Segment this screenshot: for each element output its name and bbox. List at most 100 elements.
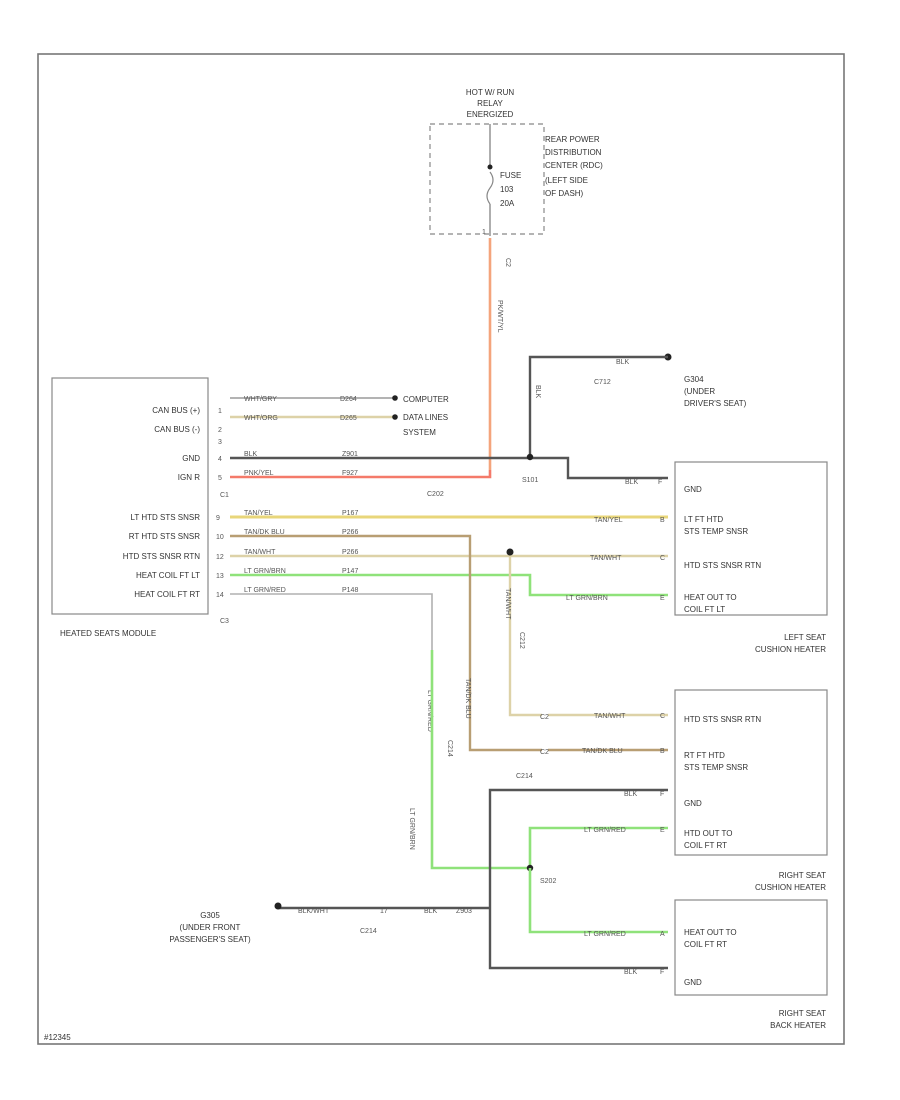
module-pin-wire: WHT/GRY — [244, 396, 277, 403]
module-pin-circuit: F927 — [342, 470, 358, 477]
splice-s202-label: S202 — [540, 878, 556, 885]
fuse-pin: 1 — [482, 229, 486, 236]
ground-bottom-wire-b: BLK — [424, 908, 438, 915]
module-pin-number: 10 — [216, 534, 224, 541]
module-pin-number: 1 — [218, 408, 222, 415]
right-back-heat-1: HEAT OUT TO — [684, 928, 737, 937]
module-pin-circuit: P147 — [342, 568, 358, 575]
module-pin-label: HTD STS SNSR RTN — [123, 552, 200, 561]
vert-gry-label: LT GRN/BRN — [408, 808, 415, 850]
right-rtn-wire-label: TAN/WHT — [594, 713, 626, 720]
right-back-heater-box — [674, 899, 828, 996]
module-conn-c3: C3 — [220, 618, 229, 625]
left-heat-wire — [230, 573, 668, 597]
heated-seats-module-box — [51, 377, 209, 615]
right-back-title-2: BACK HEATER — [770, 1021, 826, 1030]
left-rtn-pin: C — [660, 555, 665, 562]
module-pin-label: HEAT COIL FT RT — [134, 590, 200, 599]
module-pin-wire: TAN/YEL — [244, 510, 273, 517]
vert-green-label: LT GRN/RED — [426, 690, 433, 732]
left-sensor-wire-label: TAN/YEL — [594, 517, 623, 524]
right-sensor-conn: C2 — [540, 749, 549, 756]
figure-id: #12345 — [44, 1033, 71, 1042]
module-pin-circuit: P266 — [342, 549, 358, 556]
module-pin-wire: TAN/WHT — [244, 549, 276, 556]
right-rtn-pin: C — [660, 713, 665, 720]
right-cushion-heat-2: COIL FT RT — [684, 841, 727, 850]
computer-data-dot-1 — [392, 395, 398, 401]
rpdc-box — [429, 123, 545, 235]
module-pin-number: 13 — [216, 573, 224, 580]
right-sensor-pin: B — [660, 748, 665, 755]
relay-label-2: RELAY — [477, 99, 503, 108]
green-down-wire — [430, 650, 530, 870]
module-pin-number: 3 — [218, 439, 222, 446]
module-pin-label: RT HTD STS SNSR — [129, 532, 200, 541]
right-cushion-title-1: RIGHT SEAT — [779, 871, 826, 880]
back-gnd-pin: F — [660, 969, 664, 976]
left-sensor-pin: B — [660, 517, 665, 524]
left-cushion-title-1: LEFT SEAT — [784, 633, 826, 642]
right-heat-wire-label: LT GRN/RED — [584, 827, 626, 834]
module-pin-wire: BLK — [244, 451, 258, 458]
ground-bottom-conn: C214 — [360, 928, 377, 935]
right-sensor-wire — [230, 534, 542, 752]
ground-bottom-pin: 17 — [380, 908, 388, 915]
computer-data-label-2: DATA LINES — [403, 413, 448, 422]
fuse-conn: C2 — [504, 258, 511, 267]
rtn-down-wire — [508, 556, 542, 717]
left-cushion-heater-box — [674, 461, 828, 616]
fuse-label-1: FUSE — [500, 171, 521, 180]
ground-top-conn: C712 — [594, 379, 611, 386]
left-heat-wire-label: LT GRN/BRN — [566, 595, 608, 602]
right-back-gnd: GND — [684, 978, 702, 987]
left-cushion-title-2: CUSHION HEATER — [755, 645, 826, 654]
s101-pin: F — [658, 479, 662, 486]
ground-top-wire — [528, 355, 668, 455]
module-pin-number: 2 — [218, 427, 222, 434]
module-pin-wire: PNK/YEL — [244, 470, 274, 477]
left-cushion-heat-1: HEAT OUT TO — [684, 593, 737, 602]
module-pin-wire: TAN/DK BLU — [244, 529, 285, 536]
fuse-wire-label: PK/WT/YL — [496, 300, 503, 333]
module-conn-c1: C1 — [220, 492, 229, 499]
right-cushion-heater-box — [674, 689, 828, 856]
module-pin-label: CAN BUS (+) — [152, 406, 200, 415]
back-heat-wire-label: LT GRN/RED — [584, 931, 626, 938]
right-gnd-pin: F — [660, 791, 664, 798]
splice-s101-label: S101 — [522, 477, 538, 484]
ground-bottom-dot — [274, 902, 282, 910]
module-pin-circuit: Z901 — [342, 451, 358, 458]
module-pin-circuit: P266 — [342, 529, 358, 536]
rpdc-label-1: REAR POWER — [545, 135, 600, 144]
ground-bottom-label-3: PASSENGER'S SEAT) — [169, 935, 251, 944]
ground-top-label-2: (UNDER — [684, 387, 715, 396]
fuse-label-2: 103 — [500, 185, 514, 194]
module-pin-wire: LT GRN/RED — [244, 587, 286, 594]
right-gnd-bus — [488, 788, 668, 970]
module-pin-label: LT HTD STS SNSR — [131, 513, 201, 522]
heat-coil-rt-wire — [230, 593, 433, 650]
rpdc-label-3: CENTER (RDC) — [545, 161, 603, 170]
module-pin-wire: LT GRN/BRN — [244, 568, 286, 575]
module-pin-number: 9 — [216, 515, 220, 522]
ground-top-vert-label: BLK — [534, 385, 541, 399]
right-heat-wire — [528, 826, 668, 868]
right-cushion-sensor-2: STS TEMP SNSR — [684, 763, 748, 772]
module-pin-wire: WHT/ORG — [244, 415, 278, 422]
fuse-symbol — [486, 171, 494, 205]
computer-data-label-3: SYSTEM — [403, 428, 436, 437]
module-pin-number: 5 — [218, 475, 222, 482]
module-pin-circuit: D265 — [340, 415, 357, 422]
module-pin-label: CAN BUS (-) — [154, 425, 200, 434]
right-cushion-rtn: HTD STS SNSR RTN — [684, 715, 761, 724]
rpdc-label-4: (LEFT SIDE — [545, 176, 588, 185]
module-pin-label: IGN R — [178, 473, 200, 482]
s101-wire-label: BLK — [625, 479, 639, 486]
right-back-heat-2: COIL FT RT — [684, 940, 727, 949]
computer-data-dot-2 — [392, 414, 398, 420]
vert-tan-blu-label: TAN/DK BLU — [464, 678, 471, 719]
c202-label: C202 — [427, 491, 444, 498]
right-cushion-heat-1: HTD OUT TO — [684, 829, 732, 838]
